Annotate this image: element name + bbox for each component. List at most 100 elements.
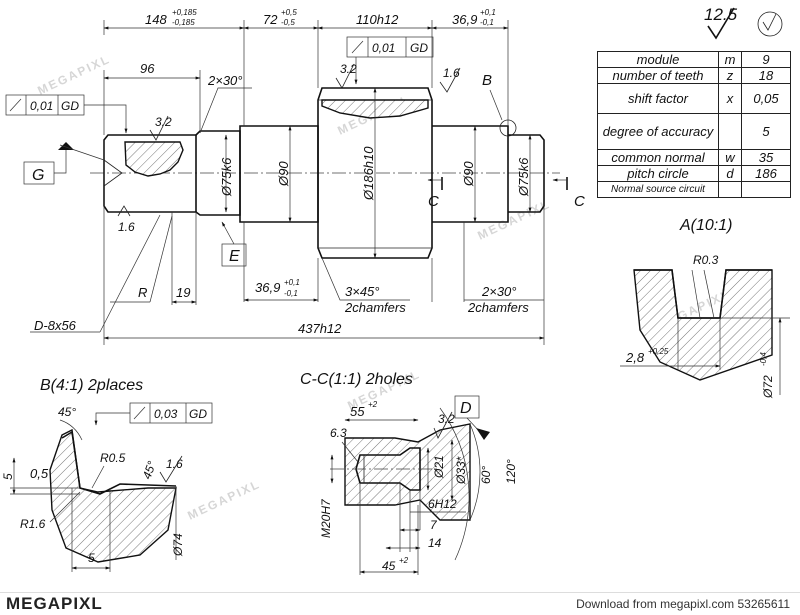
svg-text:MEGAPIXL: MEGAPIXL — [185, 477, 262, 523]
dim-72-tol-up: +0,5 — [281, 8, 297, 17]
detail-B-r16: R1.6 — [20, 517, 46, 531]
roughness-main: 12.5 — [704, 5, 738, 24]
download-credit: Download from megapixl.com 53265611 — [576, 597, 790, 611]
dim-36-bot: 36,9 — [255, 280, 280, 295]
tolerance-frame-top: 0,01 GD — [346, 36, 434, 85]
rough-32-left: 3.2 — [155, 115, 172, 129]
detail-A-w-tol: +0,25 — [648, 347, 669, 356]
dim-96: 96 — [140, 61, 155, 76]
technical-drawing: MEGAPIXL MEGAPIXL MEGAPIXL MEGAPIXL MEGA… — [1, 5, 790, 575]
param-name: common normal — [597, 149, 719, 166]
megapixl-logo[interactable]: MEGAPIXL — [6, 594, 103, 613]
sec-a60: 60° — [479, 466, 493, 484]
sec-d55-tol: +2 — [368, 400, 378, 409]
dim-148: 148 — [145, 12, 167, 27]
label-B: B — [482, 72, 492, 89]
roughness-symbol: 12.5 — [704, 5, 783, 40]
sec-r32: 3.2 — [438, 412, 455, 426]
dia75-right: Ø75k6 — [516, 157, 531, 197]
param-value: 9 — [741, 51, 791, 68]
detail-B-16: 1.6 — [166, 457, 183, 471]
param-value: 0,05 — [741, 83, 791, 114]
label-D: D — [460, 400, 472, 417]
tol-top-value: 0,01 — [372, 41, 395, 55]
param-value — [741, 181, 791, 198]
detail-A: A(10:1) R0.3 2,8 +0,25 Ø72 -0,4 — [620, 217, 790, 399]
param-name: pitch circle — [597, 165, 719, 182]
detail-B-5b: 5 — [88, 551, 95, 565]
param-symbol: z — [718, 67, 742, 84]
spline-D: D-8x56 — [34, 318, 77, 333]
rough-16-left: 1.6 — [118, 220, 135, 234]
sec-d45: 45 — [382, 559, 396, 573]
detail-A-title: A(10:1) — [679, 217, 732, 234]
dim-72-tol-low: -0,5 — [281, 18, 295, 27]
main-shaft-view: Ø75k6 Ø90 Ø186h10 Ø90 Ø75k6 148 +0,185 -… — [5, 8, 585, 345]
dim-19: 19 — [176, 285, 190, 300]
param-name: Normal source circuit — [597, 181, 719, 198]
section-C-title: C-C(1:1) 2holes — [300, 371, 413, 388]
sec-d63: 6.3 — [330, 426, 347, 440]
dim-36-bot-low: -0,1 — [284, 289, 298, 298]
rough-32-top: 3.2 — [340, 62, 357, 76]
dim-36-top: 36,9 — [452, 12, 477, 27]
label-E: E — [229, 248, 240, 265]
detail-B-45b: 45° — [140, 459, 159, 481]
param-symbol: x — [718, 83, 742, 114]
param-symbol — [718, 181, 742, 198]
param-name: number of teeth — [597, 67, 719, 84]
sec-d55: 55 — [350, 404, 365, 419]
detail-B-tol-value: 0,03 — [154, 407, 178, 421]
chamfer-mid-2: 2chamfers — [344, 300, 406, 315]
detail-A-w: 2,8 — [625, 350, 645, 365]
dim-148-tol-low: -0,185 — [172, 18, 195, 27]
chamfer-left: 2×30° — [207, 73, 242, 88]
dia90-right: Ø90 — [461, 161, 476, 187]
detail-A-dia: Ø72 — [761, 375, 775, 399]
detail-A-dia-tol: -0,4 — [759, 352, 768, 366]
dim-437: 437h12 — [298, 321, 342, 336]
tol-left-value: 0,01 — [30, 99, 53, 113]
param-name: shift factor — [597, 83, 719, 114]
dim-72: 72 — [263, 12, 278, 27]
dia90-left: Ø90 — [276, 161, 291, 187]
detail-B-05: 0,5 — [30, 466, 49, 481]
sec-thread: M20H7 — [319, 498, 333, 538]
dim-148-tol-up: +0,185 — [172, 8, 197, 17]
detail-B-5a: 5 — [1, 473, 15, 480]
detail-B-tol-datum: GD — [189, 407, 207, 421]
chamfer-right-2: 2chamfers — [467, 300, 529, 315]
param-value: 5 — [741, 113, 791, 150]
dia75-left: Ø75k6 — [219, 157, 234, 197]
dim-36-bot-up: +0,1 — [284, 278, 300, 287]
dim-36-top-low: -0,1 — [480, 18, 494, 27]
param-name: degree of accuracy — [597, 113, 719, 150]
param-symbol — [718, 113, 742, 150]
section-C: C-C(1:1) 2holes 55 +2 6.3 D 3.2 M20H7 Ø2… — [300, 371, 518, 575]
tolerance-frame-left: 0,01 GD — [5, 94, 128, 134]
param-symbol: d — [718, 165, 742, 182]
sec-d14: 14 — [428, 536, 442, 550]
detail-B-45a: 45° — [58, 405, 76, 419]
label-C2: C — [574, 193, 585, 210]
table-row: Normal source circuit — [597, 181, 791, 198]
tol-left-datum: GD — [61, 99, 79, 113]
detail-B-74: Ø74 — [171, 533, 185, 557]
label-C1: C — [428, 193, 439, 210]
dim-110: 110h12 — [356, 12, 399, 27]
detail-B: B(4:1) 2places 0,03 GD 45° R0.5 45° 1.6 … — [1, 377, 213, 572]
param-symbol: m — [718, 51, 742, 68]
sec-d7: 7 — [430, 518, 438, 532]
sec-dia21: Ø21 — [432, 455, 446, 479]
tol-top-datum: GD — [410, 41, 428, 55]
table-row: degree of accuracy 5 — [597, 113, 791, 150]
footer-bar: MEGAPIXL Download from megapixl.com 5326… — [0, 592, 800, 615]
param-symbol: w — [718, 149, 742, 166]
chamfer-right: 2×30° — [481, 284, 516, 299]
dim-R: R — [138, 285, 147, 300]
label-G: G — [32, 167, 44, 184]
